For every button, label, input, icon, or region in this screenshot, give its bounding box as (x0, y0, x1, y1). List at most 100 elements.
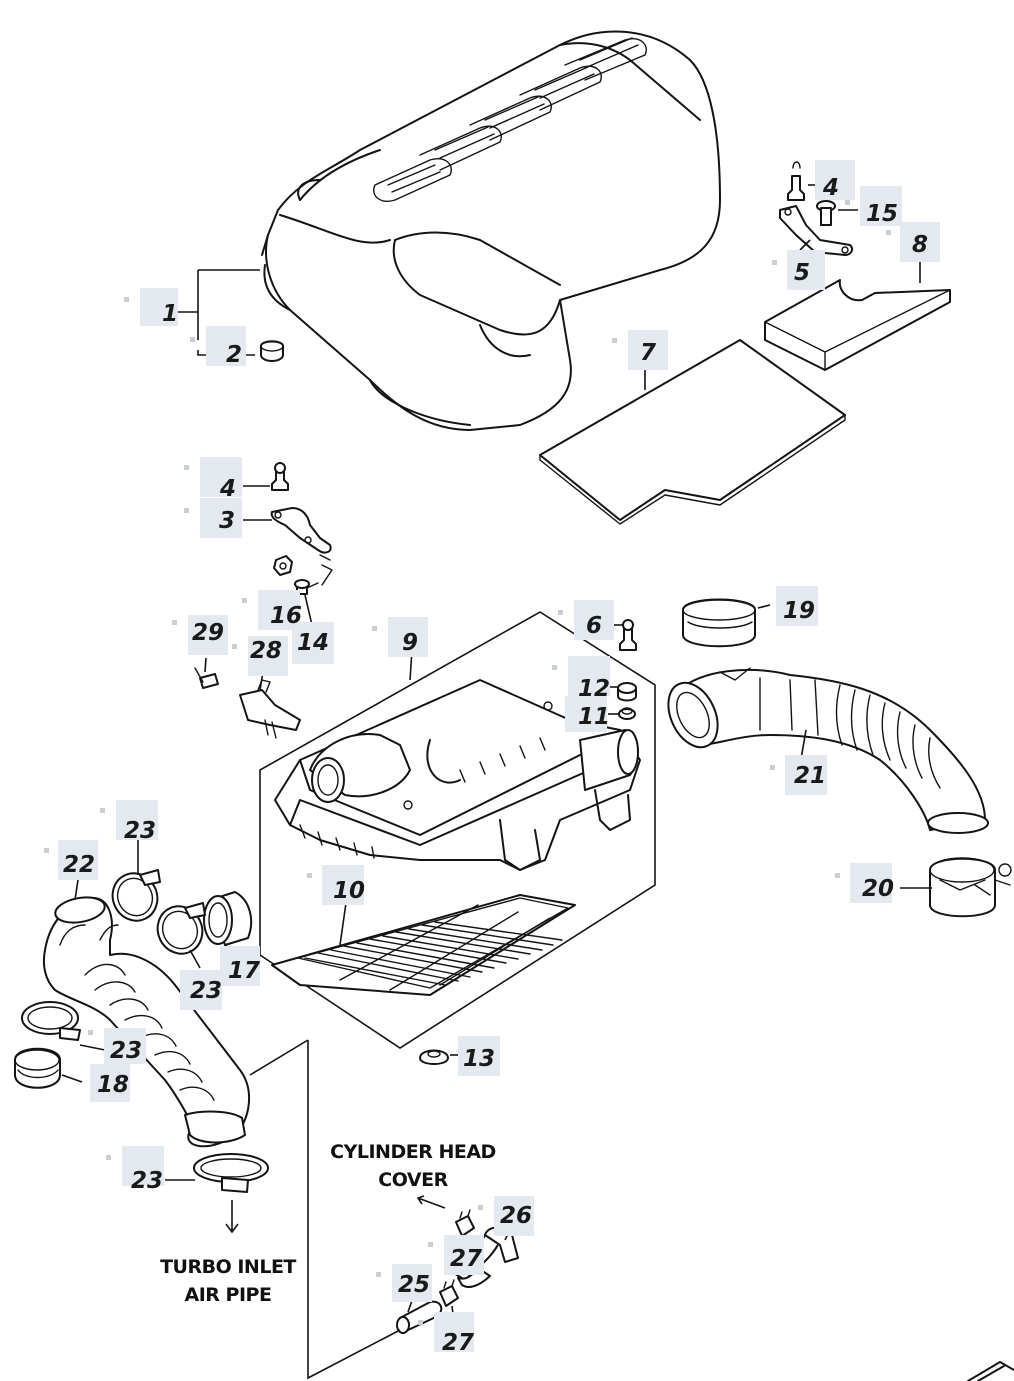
callout-2-text: 2 (226, 342, 242, 368)
callout-27b-text: 27 (442, 1330, 474, 1356)
callout-13-text: 13 (463, 1046, 495, 1072)
leader-lines (61, 184, 932, 1380)
callout-4b-text: 4 (822, 175, 839, 201)
pad-8-part[interactable] (764, 279, 951, 371)
callout-4b[interactable]: 4 (815, 160, 855, 201)
inlet-hose-22-part[interactable] (42, 894, 251, 1153)
panel-7-part[interactable] (539, 339, 846, 525)
clamp-20-part[interactable] (929, 857, 1012, 918)
callout-11[interactable]: 11 (565, 696, 610, 732)
callout-18[interactable]: 18 (90, 1064, 130, 1102)
callout-12-text: 12 (578, 676, 610, 702)
callout-9-text: 9 (402, 630, 418, 656)
callout-10-text: 10 (333, 878, 365, 904)
bracket-5-part[interactable] (779, 205, 854, 256)
callout-13[interactable]: 13 (458, 1036, 500, 1076)
callout-15-text: 15 (866, 201, 898, 227)
callout-15[interactable]: 15 (845, 186, 902, 227)
callout-5[interactable]: 5 (772, 250, 825, 290)
corner-mark-icon (967, 1361, 1014, 1381)
callout-9[interactable]: 9 (372, 617, 428, 657)
callout-28[interactable]: 28 (232, 636, 288, 676)
callout-25[interactable]: 25 (376, 1264, 432, 1302)
bolt-4-upper-part[interactable] (787, 161, 805, 201)
callout-4a[interactable]: 4 (184, 457, 242, 502)
callout-11-text: 11 (578, 704, 610, 730)
callout-1[interactable]: 1 (124, 288, 178, 327)
callout-22[interactable]: 22 (44, 840, 98, 880)
cylinder-head-note-line1: CYLINDER HEAD (330, 1141, 496, 1163)
hose-clamp-23-b-part[interactable] (150, 899, 210, 961)
callout-27a-text: 27 (450, 1246, 482, 1272)
callout-23b-text: 23 (190, 978, 222, 1004)
callout-16[interactable]: 16 (242, 590, 302, 630)
callout-10[interactable]: 10 (307, 865, 365, 905)
grommet-part[interactable] (260, 340, 284, 362)
bolt-15-part[interactable] (816, 200, 836, 226)
callout-21[interactable]: 21 (770, 755, 827, 795)
callout-27a[interactable]: 27 (428, 1235, 484, 1275)
callout-6[interactable]: 6 (558, 600, 614, 640)
filter-element-part[interactable] (271, 894, 576, 996)
callout-1-text: 1 (162, 301, 178, 327)
sensor-28-part[interactable] (239, 679, 301, 739)
hose-clip-27-upper-part[interactable] (455, 1209, 475, 1237)
grommet-13-part[interactable] (419, 1049, 449, 1065)
callout-5-text: 5 (794, 260, 810, 286)
callout-29[interactable]: 29 (172, 615, 228, 655)
callout-7[interactable]: 7 (612, 330, 668, 370)
callout-17[interactable]: 17 (220, 946, 260, 986)
callout-8-text: 8 (912, 232, 928, 258)
sleeve-18-part[interactable] (14, 1047, 61, 1089)
callout-29-text: 29 (192, 620, 224, 646)
callout-26[interactable]: 26 (478, 1196, 534, 1236)
callout-19[interactable]: 19 (776, 586, 818, 626)
hose-clamp-23-a-part[interactable] (105, 866, 165, 928)
callout-23b[interactable]: 23 (180, 970, 222, 1010)
cylinder-head-note-line2: COVER (378, 1169, 448, 1191)
hose-clamp-23-c-part[interactable] (21, 1001, 81, 1041)
callout-16-text: 16 (270, 603, 302, 629)
callout-23c[interactable]: 23 (88, 1028, 146, 1064)
callout-7-text: 7 (640, 340, 656, 366)
callout-labels: 1 2 3 4 4 5 6 7 8 9 10 11 12 13 14 15 16… (44, 160, 940, 1356)
cylinder-head-cover-note: CYLINDER HEAD COVER (330, 1141, 496, 1191)
callout-28-text: 28 (250, 638, 282, 664)
callout-17-text: 17 (228, 958, 260, 984)
callout-3-text: 3 (219, 508, 235, 534)
callout-23c-text: 23 (110, 1038, 142, 1064)
callout-25-text: 25 (398, 1272, 430, 1298)
callout-23a-text: 23 (124, 818, 156, 844)
nut-16-part[interactable] (273, 555, 293, 576)
callout-12[interactable]: 12 (552, 656, 610, 702)
callout-21-text: 21 (794, 763, 826, 789)
sleeve-17-part[interactable] (203, 891, 253, 946)
callout-26-text: 26 (500, 1203, 532, 1229)
turbo-inlet-air-pipe-note: TURBO INLET AIR PIPE (160, 1256, 297, 1306)
callout-20-text: 20 (862, 876, 894, 902)
sleeve-19-part[interactable] (682, 598, 756, 648)
callout-8[interactable]: 8 (886, 222, 940, 262)
callout-20[interactable]: 20 (835, 863, 894, 903)
hose-clamp-23-d-part[interactable] (193, 1153, 269, 1193)
bolt-4-lower-part[interactable] (271, 462, 289, 491)
air-cleaner-case-part[interactable] (259, 611, 656, 1049)
callout-23d[interactable]: 23 (106, 1146, 164, 1194)
callout-27b[interactable]: 27 (418, 1312, 474, 1356)
callout-19-text: 19 (783, 598, 815, 624)
callout-2[interactable]: 2 (190, 326, 246, 368)
bracket-3-part[interactable] (270, 507, 333, 586)
washer-11-part[interactable] (618, 707, 636, 720)
bolt-6-part[interactable] (619, 619, 637, 651)
callout-6-text: 6 (586, 613, 602, 639)
hose-clip-27-lower-part[interactable] (439, 1279, 459, 1307)
engine-cover-part[interactable] (261, 30, 721, 431)
grommet-12-part[interactable] (617, 682, 637, 702)
callout-23a[interactable]: 23 (100, 800, 158, 844)
callout-18-text: 18 (97, 1072, 129, 1098)
callout-23d-text: 23 (131, 1168, 163, 1194)
screw-29-part[interactable] (194, 667, 219, 689)
callout-3[interactable]: 3 (184, 498, 242, 538)
intake-hose-21-part[interactable] (659, 667, 989, 834)
